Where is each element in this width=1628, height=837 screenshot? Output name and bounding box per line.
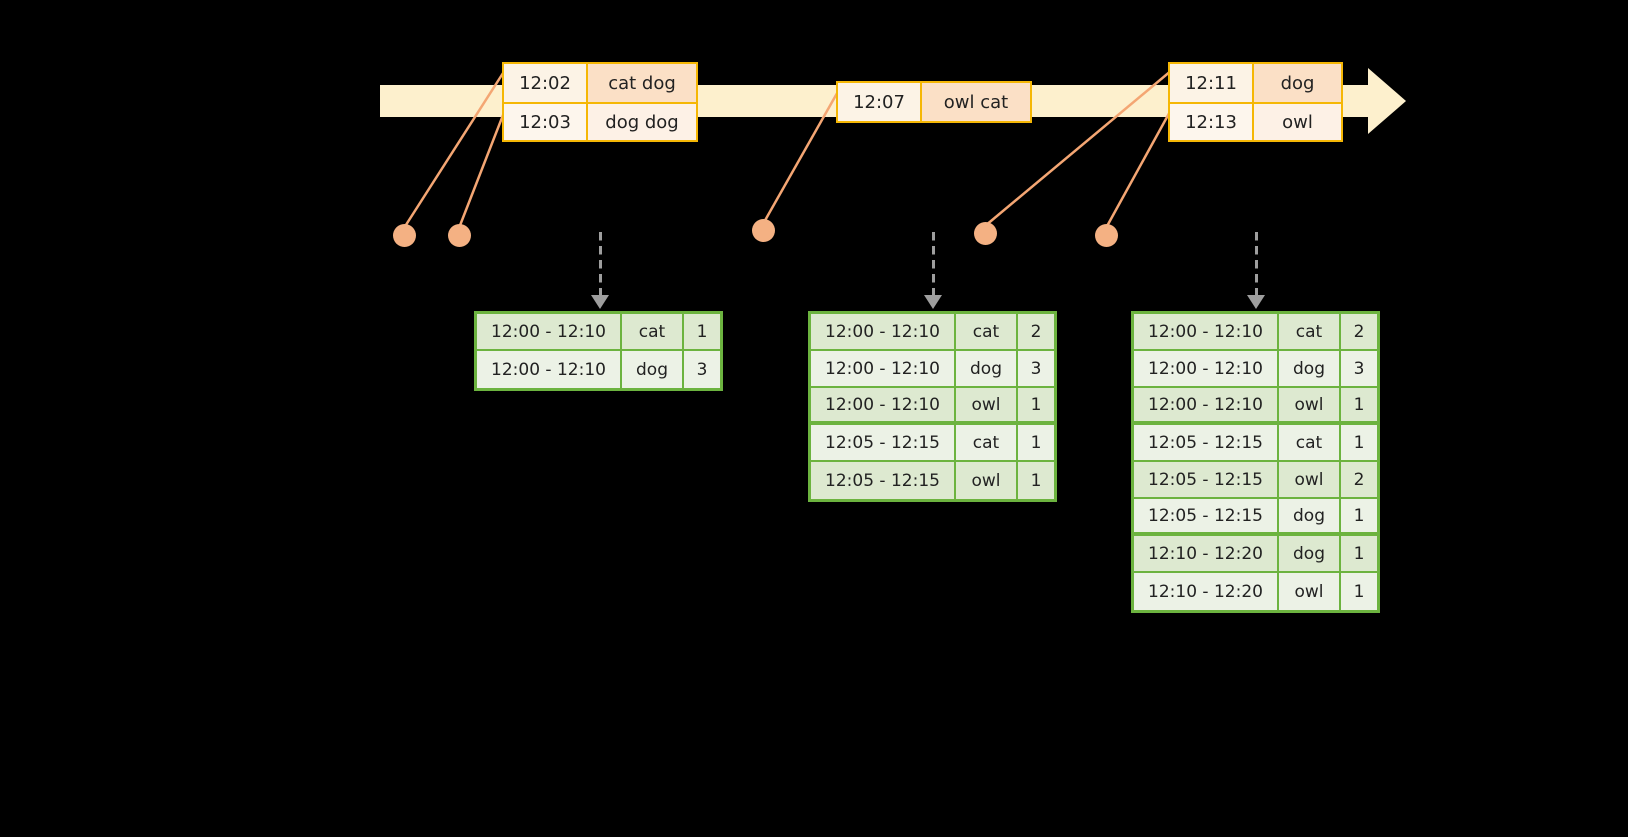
event-time: 12:13 (1170, 104, 1254, 140)
dot-event-12-03 (448, 224, 471, 247)
event-time: 12:07 (838, 83, 922, 121)
count-cell: 3 (684, 351, 720, 388)
line-12-03 (457, 109, 507, 229)
window-cell: 12:00 - 12:10 (811, 388, 956, 421)
window-cell: 12:05 - 12:15 (1134, 499, 1279, 532)
count-cell: 1 (1341, 425, 1377, 460)
count-cell: 1 (1018, 462, 1054, 499)
count-cell: 1 (1341, 388, 1377, 421)
window-cell: 12:00 - 12:10 (811, 314, 956, 349)
timeline-right-arrow-icon (1368, 68, 1406, 134)
arrow-shaft (1255, 232, 1258, 296)
key-cell: owl (956, 462, 1018, 499)
count-cell: 2 (1018, 314, 1054, 349)
dot-event-12-02 (393, 224, 416, 247)
key-cell: owl (1279, 462, 1341, 497)
key-cell: owl (1279, 573, 1341, 610)
line-12-13 (1104, 107, 1174, 229)
event-time: 12:11 (1170, 64, 1254, 102)
count-cell: 1 (1341, 536, 1377, 571)
window-cell: 12:05 - 12:15 (811, 462, 956, 499)
key-cell: cat (1279, 425, 1341, 460)
dot-event-12-11 (974, 222, 997, 245)
window-cell: 12:05 - 12:15 (1134, 462, 1279, 497)
window-cell: 12:00 - 12:10 (1134, 388, 1279, 421)
event-text: dog dog (588, 104, 696, 140)
count-cell: 2 (1341, 314, 1377, 349)
window-cell: 12:00 - 12:10 (811, 351, 956, 386)
key-cell: dog (1279, 351, 1341, 386)
count-cell: 1 (1341, 499, 1377, 532)
event-time: 12:02 (504, 64, 588, 102)
dot-event-12-07 (752, 219, 775, 242)
dot-event-12-13 (1095, 224, 1118, 247)
window-cell: 12:10 - 12:20 (1134, 536, 1279, 571)
down-arrow-table-1 (591, 232, 609, 309)
window-cell: 12:05 - 12:15 (811, 425, 956, 460)
event-text: owl cat (922, 83, 1030, 121)
down-arrow-table-3 (1247, 232, 1265, 309)
event-text: owl (1254, 104, 1341, 140)
count-cell: 3 (1018, 351, 1054, 386)
window-cell: 12:10 - 12:20 (1134, 573, 1279, 610)
event-text: cat dog (588, 64, 696, 102)
event-text: dog (1254, 64, 1341, 102)
count-cell: 1 (1018, 425, 1054, 460)
count-cell: 1 (684, 314, 720, 349)
key-cell: owl (956, 388, 1018, 421)
key-cell: owl (1279, 388, 1341, 421)
count-cell: 1 (1018, 388, 1054, 421)
arrow-head-icon (591, 295, 609, 309)
arrow-head-icon (924, 295, 942, 309)
key-cell: dog (622, 351, 684, 388)
count-cell: 3 (1341, 351, 1377, 386)
count-cell: 2 (1341, 462, 1377, 497)
key-cell: cat (1279, 314, 1341, 349)
window-cell: 12:00 - 12:10 (1134, 314, 1279, 349)
count-cell: 1 (1341, 573, 1377, 610)
window-cell: 12:00 - 12:10 (1134, 351, 1279, 386)
window-cell: 12:05 - 12:15 (1134, 425, 1279, 460)
window-cell: 12:00 - 12:10 (477, 314, 622, 349)
arrow-shaft (599, 232, 602, 296)
arrow-head-icon (1247, 295, 1265, 309)
window-cell: 12:00 - 12:10 (477, 351, 622, 388)
key-cell: dog (956, 351, 1018, 386)
arrow-shaft (932, 232, 935, 296)
key-cell: dog (1279, 536, 1341, 571)
key-cell: dog (1279, 499, 1341, 532)
event-time: 12:03 (504, 104, 588, 140)
key-cell: cat (956, 314, 1018, 349)
key-cell: cat (622, 314, 684, 349)
down-arrow-table-2 (924, 232, 942, 309)
key-cell: cat (956, 425, 1018, 460)
